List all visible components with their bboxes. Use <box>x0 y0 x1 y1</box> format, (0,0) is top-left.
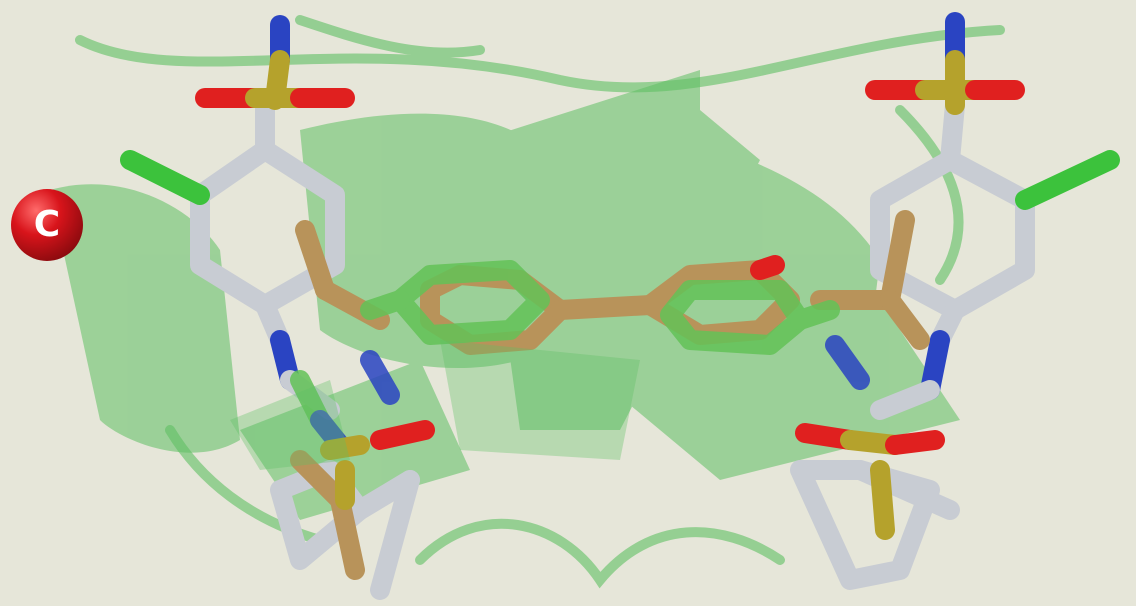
sulfonyl-bottom-right <box>795 423 945 540</box>
sulfonamide-top-right <box>865 12 1025 115</box>
sulfonyl-bottom-left <box>320 420 435 510</box>
sulfonamide-top-left <box>195 15 355 110</box>
protein-coil <box>75 15 1005 589</box>
protein-ribbon-front <box>230 340 640 470</box>
panel-badge: C <box>8 186 86 264</box>
panel-label: C <box>33 204 61 245</box>
ligand-grey-right <box>790 95 1120 590</box>
panel-badge-circle <box>11 189 83 261</box>
